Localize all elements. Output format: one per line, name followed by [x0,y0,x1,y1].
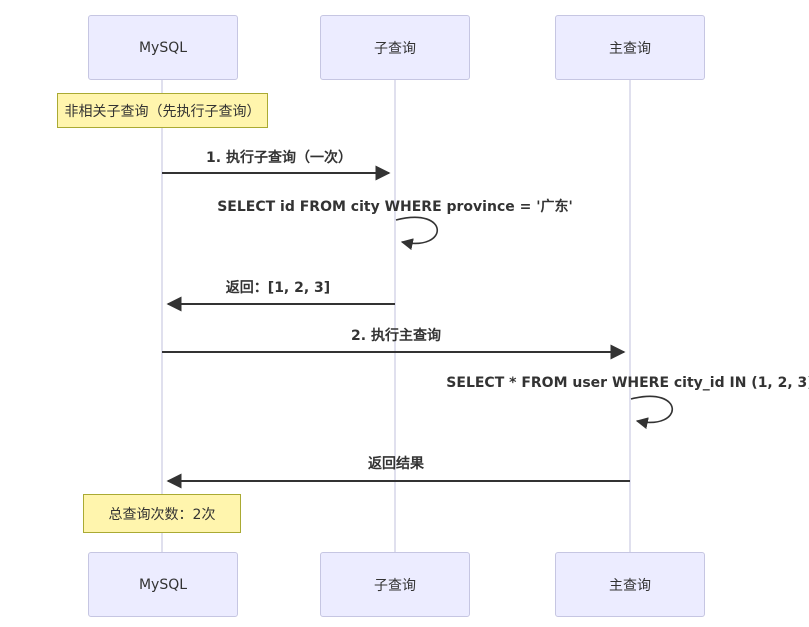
actor-subquery-bottom: 子查询 [320,552,470,617]
actor-mainquery-bottom: 主查询 [555,552,705,617]
actor-mysql-bottom: MySQL [88,552,238,617]
message-label-select-user: SELECT * FROM user WHERE city_id IN (1, … [446,375,809,391]
actor-subquery-top: 子查询 [320,15,470,80]
message-label-return-result: 返回结果 [368,456,424,472]
note-uncorrelated-subquery: 非相关子查询（先执行子查询） [57,93,268,128]
message-label-select-city: SELECT id FROM city WHERE province = '广东… [217,199,573,215]
self-loop-subquery [395,216,438,251]
message-label-return-ids: 返回：[1, 2, 3] [225,280,331,296]
message-label-exec-subquery: 1. 执行子查询（一次） [206,150,352,166]
message-label-exec-mainquery: 2. 执行主查询 [351,328,441,344]
actor-mysql-top: MySQL [88,15,238,80]
actor-mainquery-top: 主查询 [555,15,705,80]
self-loop-mainquery [630,395,673,430]
note-total-query-count: 总查询次数：2次 [83,494,241,533]
